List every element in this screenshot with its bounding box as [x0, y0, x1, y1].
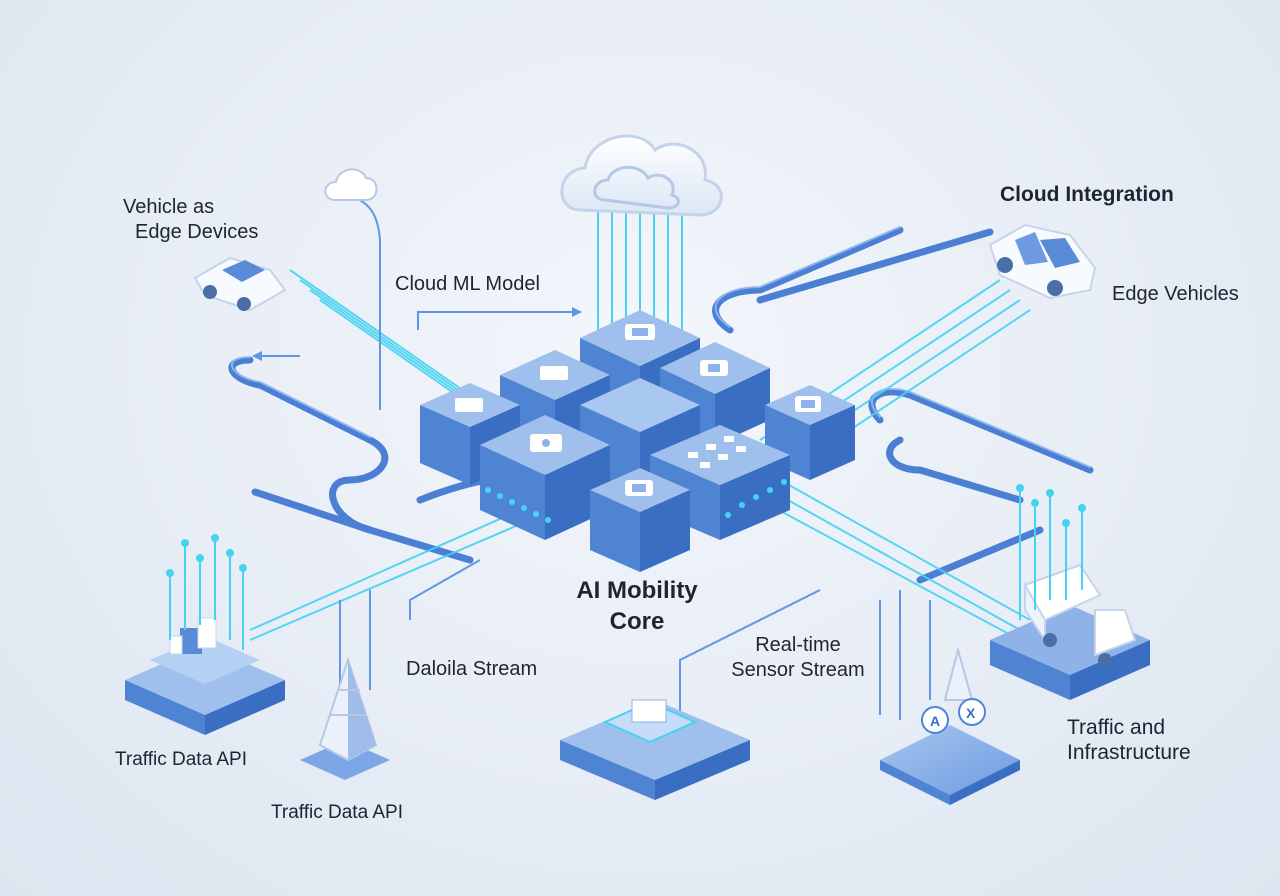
traffic-data-platform-left	[125, 617, 285, 735]
router-antennas-left	[166, 534, 247, 650]
label-realtime-sensor: Real-time Sensor Stream	[718, 633, 878, 683]
core-block-front	[590, 468, 690, 572]
router-antennas-right	[1016, 484, 1086, 620]
label-vehicle-edge-line2: Edge Devices	[135, 221, 259, 243]
label-edge-vehicles: Edge Vehicles	[1112, 283, 1239, 305]
svg-text:X: X	[966, 705, 976, 721]
label-traffic-data-api-bottom: Traffic Data API	[271, 802, 403, 823]
car-icon-right	[988, 223, 1097, 300]
label-traffic-infra-line1: Traffic and	[1067, 716, 1166, 739]
label-ai-core: AI Mobility Core	[562, 575, 712, 637]
cloud-icon	[560, 134, 723, 217]
label-traffic-data-api-left: Traffic Data API	[115, 749, 247, 770]
core-block-right-back	[660, 342, 770, 445]
car-icon-left	[193, 256, 287, 312]
ai-core-blocks	[420, 310, 855, 572]
infrastructure-platform: A X	[880, 646, 1020, 805]
label-traffic-infra-line2: Infrastructure	[1067, 741, 1191, 764]
label-daloila-stream: Daloila Stream	[406, 658, 538, 680]
label-vehicle-edge-line1: Vehicle as	[123, 196, 215, 218]
traffic-tower-icon	[300, 656, 390, 780]
port-dots	[485, 479, 787, 523]
small-cloud-icon	[324, 168, 378, 201]
label-vehicle-edge: Vehicle as Edge Devices	[123, 195, 258, 245]
label-ai-core-line2: Core	[609, 608, 665, 635]
truck-icon	[990, 563, 1150, 700]
cloud-beams	[597, 205, 683, 345]
core-block-front-left	[480, 415, 610, 540]
label-cloud-integration: Cloud Integration	[1000, 183, 1174, 206]
label-traffic-infra: Traffic and Infrastructure	[1067, 715, 1191, 765]
svg-text:A: A	[930, 713, 940, 729]
sensor-platform	[560, 699, 750, 800]
label-cloud-ml-model: Cloud ML Model	[395, 273, 540, 295]
core-block-far-right	[765, 385, 855, 480]
label-realtime-sensor-line1: Real-time	[755, 634, 841, 656]
label-realtime-sensor-line2: Sensor Stream	[731, 659, 865, 681]
label-ai-core-line1: AI Mobility	[576, 577, 698, 604]
